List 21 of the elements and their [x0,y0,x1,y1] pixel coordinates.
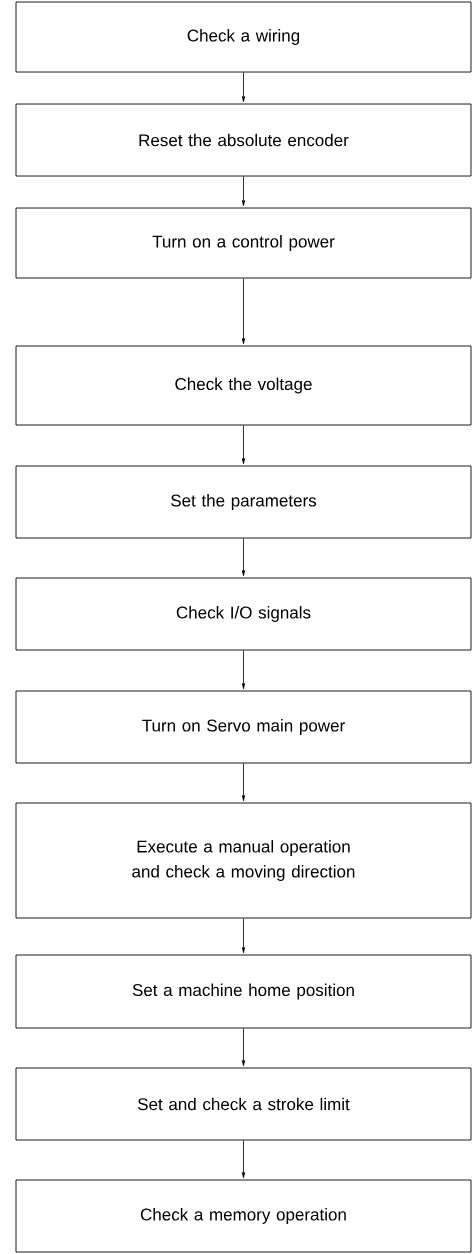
arrow [241,763,246,802]
arrow [241,538,246,577]
process-box: Reset the absolute encoder [15,103,472,177]
arrow [241,176,246,207]
arrow [241,650,246,690]
process-box: Turn on Servo main power [15,690,472,764]
arrow [241,1028,246,1067]
arrow [241,425,246,465]
arrow [241,278,246,345]
arrow [241,1140,246,1179]
process-box: Set a machine home position [15,954,472,1029]
process-box: Check the voltage [15,345,472,426]
process-box: Execute a manual operation and check a moving direction [15,802,472,919]
process-box: Check a wiring [15,1,472,73]
arrow [241,918,246,954]
arrow [241,72,246,103]
process-box: Turn on a control power [15,207,472,279]
process-box: Check a memory operation [15,1179,472,1253]
process-box: Set the parameters [15,465,472,539]
process-box: Set and check a stroke limit [15,1067,472,1141]
process-box: Check I/O signals [15,577,472,651]
